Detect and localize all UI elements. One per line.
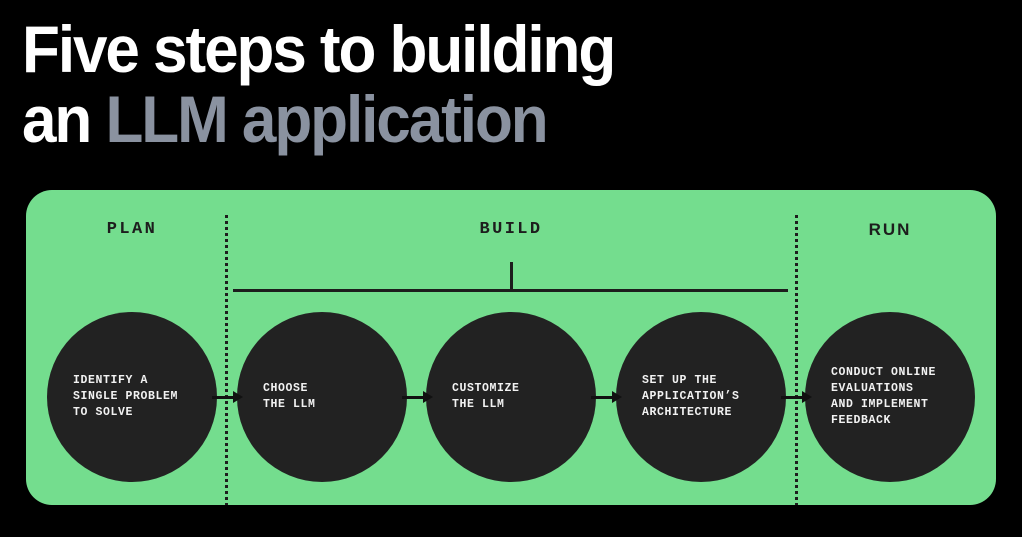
step-label-1: IDENTIFY A SINGLE PROBLEM TO SOLVE xyxy=(73,374,179,419)
step-circle-5[interactable]: CONDUCT ONLINE EVALUATIONS AND IMPLEMENT… xyxy=(805,312,975,482)
arrow-shaft xyxy=(591,395,613,399)
page-title: Five steps to building an LLM applicatio… xyxy=(22,14,962,154)
step-label-2: CHOOSE THE LLM xyxy=(263,382,316,411)
phase-divider-build-run xyxy=(795,215,798,505)
arrow-right-icon-1 xyxy=(212,391,243,403)
arrow-shaft xyxy=(781,395,803,399)
build-bracket-line xyxy=(233,289,788,292)
phase-label-run: RUN xyxy=(868,220,912,239)
step-circle-3[interactable]: CUSTOMIZE THE LLM xyxy=(426,312,596,482)
phase-label-plan: PLAN xyxy=(106,220,158,239)
arrow-right-icon-2 xyxy=(402,391,433,403)
title-line-2: an LLM application xyxy=(22,84,906,154)
build-bracket-tick xyxy=(510,262,513,290)
step-circle-1[interactable]: IDENTIFY A SINGLE PROBLEM TO SOLVE xyxy=(47,312,217,482)
arrow-head xyxy=(612,391,622,403)
step-circle-4[interactable]: SET UP THE APPLICATION’S ARCHITECTURE xyxy=(616,312,786,482)
phase-label-build: BUILD xyxy=(479,220,543,239)
arrow-shaft xyxy=(212,395,234,399)
arrow-head xyxy=(423,391,433,403)
title-line-2-accent: LLM application xyxy=(105,82,548,156)
arrow-right-icon-3 xyxy=(591,391,622,403)
arrow-shaft xyxy=(402,395,424,399)
step-label-3: CUSTOMIZE THE LLM xyxy=(452,382,520,411)
phase-divider-plan-build xyxy=(225,215,228,505)
arrow-right-icon-4 xyxy=(781,391,812,403)
step-label-5: CONDUCT ONLINE EVALUATIONS AND IMPLEMENT… xyxy=(831,366,937,427)
title-line-2-prefix: an xyxy=(22,82,106,156)
title-line-1: Five steps to building xyxy=(22,12,616,86)
step-label-4: SET UP THE APPLICATION’S ARCHITECTURE xyxy=(642,374,740,419)
step-circle-2[interactable]: CHOOSE THE LLM xyxy=(237,312,407,482)
arrow-head xyxy=(233,391,243,403)
arrow-head xyxy=(802,391,812,403)
